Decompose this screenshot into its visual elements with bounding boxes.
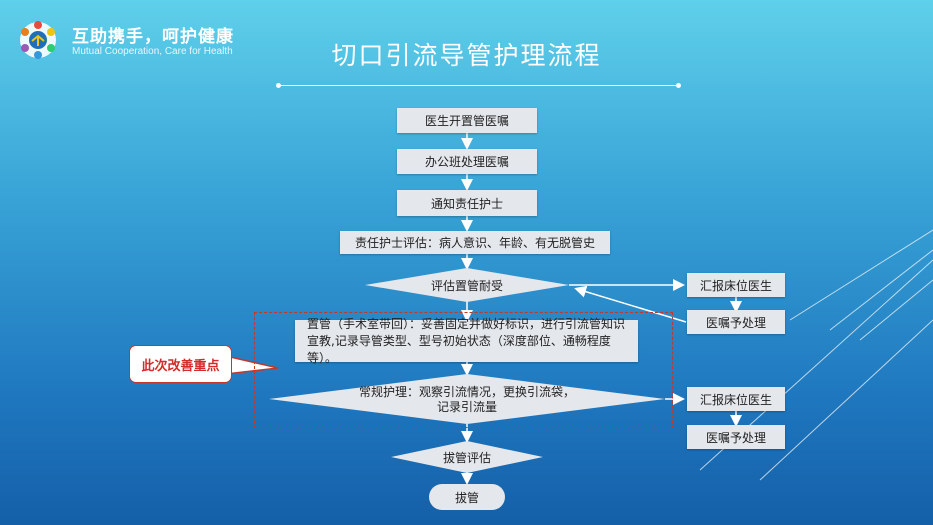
decision-removal-shape [391, 441, 543, 473]
page-title: 切口引流导管护理流程 [331, 41, 602, 70]
side1-report-doctor: 汇报床位医生 [687, 273, 785, 297]
step-notify-nurse: 通知责任护士 [397, 190, 537, 216]
step-nurse-assessment: 责任护士评估：病人意识、年龄、有无脱管史 [340, 231, 610, 254]
brand-subtitle: Mutual Cooperation, Care for Health [72, 46, 233, 57]
end-removal: 拔管 [454, 490, 479, 505]
side2-order-treatment: 医嘱予处理 [687, 425, 785, 449]
end-shape [429, 484, 505, 510]
divider-dot-right [676, 83, 681, 88]
step-placement: 置管（手术室带回）：妥善固定并做好标识，进行引流管知识宣教,记录导管类型、型号初… [295, 317, 638, 365]
side1-order-treatment: 医嘱予处理 [687, 310, 785, 334]
improvement-callout: 此次改善重点 [129, 345, 232, 383]
title-divider [278, 85, 678, 86]
step-doctor-order: 医生开置管医嘱 [397, 108, 537, 133]
decision-tolerance-shape [365, 268, 569, 302]
decision-tolerance: 评估置管耐受 [430, 278, 503, 293]
decision-removal-assessment: 拔管评估 [442, 450, 491, 465]
logo-icon [20, 21, 56, 59]
decision-routine-shape [269, 374, 665, 424]
improvement-focus-region [254, 312, 673, 428]
side2-report-doctor: 汇报床位医生 [687, 387, 785, 411]
decision-routine-care: 常规护理：观察引流情况，更换引流袋，记录引流量 [358, 385, 575, 414]
step-office-process: 办公班处理医嘱 [397, 149, 537, 174]
brand-title: 互助携手，呵护健康 [72, 27, 234, 47]
divider-dot-left [276, 83, 281, 88]
